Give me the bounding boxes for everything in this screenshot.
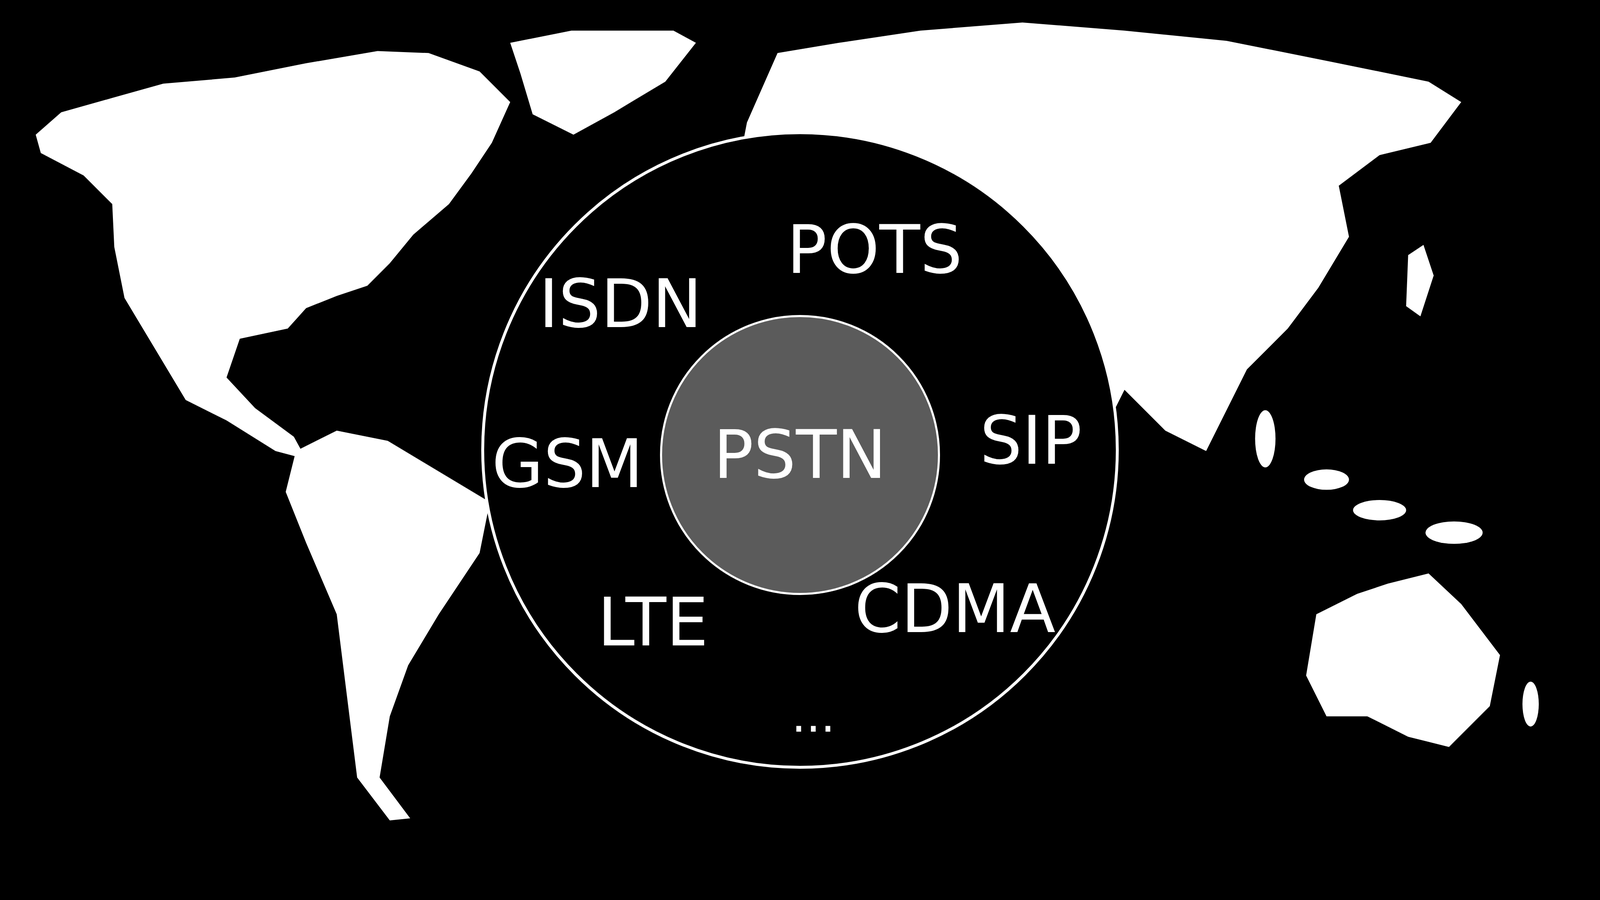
circle-shape [482, 132, 1118, 768]
north-america [35, 50, 511, 460]
greenland [510, 30, 696, 135]
protocol-label: ... [791, 689, 836, 743]
circle-shape [661, 316, 940, 595]
protocol-label: CDMA [854, 570, 1056, 648]
island [1352, 500, 1406, 521]
island [1304, 469, 1350, 490]
protocol-label: PSTN [713, 416, 887, 494]
protocol-label: POTS [786, 211, 963, 289]
japan [1406, 245, 1434, 317]
core-circle: PSTN [660, 315, 940, 595]
protocol-label: SIP [979, 402, 1082, 480]
protocol-label: ISDN [538, 265, 703, 343]
protocol-label: GSM [491, 425, 644, 503]
island [1522, 681, 1539, 727]
network-ring: POTS ISDN GSM SIP LTE CDMA... PSTN [481, 131, 1119, 769]
island [1425, 521, 1483, 544]
protocol-label: LTE [597, 584, 709, 661]
island [1255, 410, 1276, 468]
australia [1306, 573, 1500, 747]
south-america [285, 430, 490, 821]
